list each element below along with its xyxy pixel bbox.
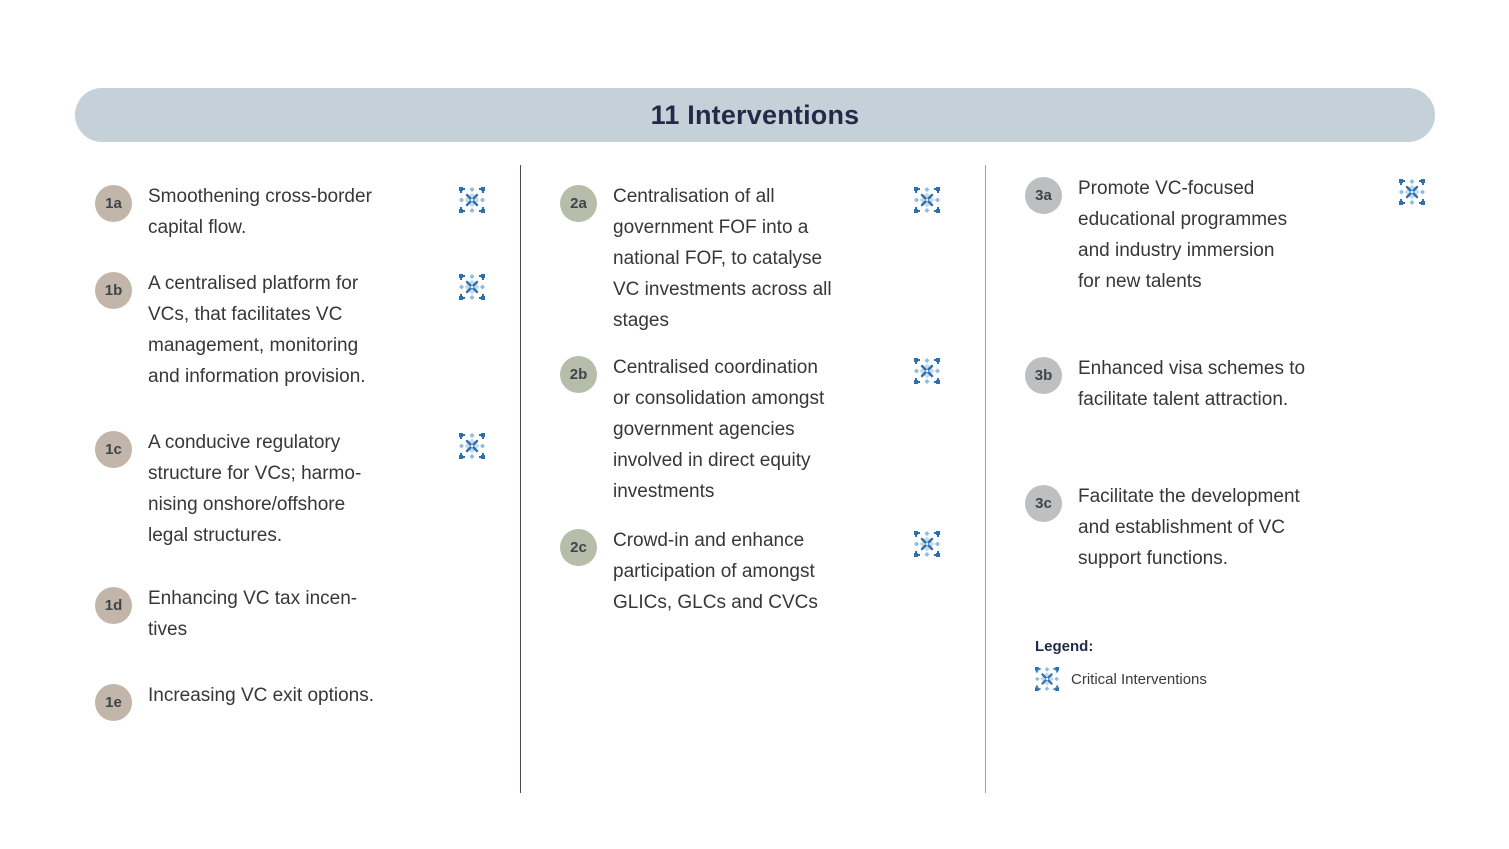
item-text: A centralised platform for VCs, that fac… <box>148 273 366 387</box>
legend-title: Legend: <box>1035 638 1094 655</box>
item-text: Promote VC-focused educational programme… <box>1078 178 1288 292</box>
page-title: 11 Interventions <box>650 99 860 130</box>
item-text: Smoothening cross-border capital flow. <box>148 186 372 238</box>
intervention-item-2c: 2c Crowd-in and enhance participation of… <box>560 529 940 618</box>
critical-intervention-icon <box>459 274 485 300</box>
item-badge: 1a <box>95 185 132 222</box>
item-badge: 1d <box>95 587 132 624</box>
intervention-item-2a: 2a Centralisation of all government FOF … <box>560 185 940 336</box>
critical-intervention-icon <box>914 358 940 384</box>
item-text: Facilitate the development and establish… <box>1078 486 1300 569</box>
item-badge: 3a <box>1025 177 1062 214</box>
title-bar: 11 Interventions <box>75 88 1435 142</box>
item-badge: 3c <box>1025 485 1062 522</box>
intervention-item-1c: 1c A conducive regulatory structure for … <box>95 431 485 551</box>
item-text: Increasing VC exit options. <box>148 685 375 706</box>
legend: Legend: Critical Interventions <box>1035 638 1207 691</box>
critical-intervention-icon <box>914 531 940 557</box>
intervention-item-1b: 1b A centralised platform for VCs, that … <box>95 272 485 392</box>
item-text: Enhanced visa schemes to facilitate tale… <box>1078 358 1306 410</box>
item-badge: 2b <box>560 356 597 393</box>
intervention-item-3c: 3c Facilitate the development and establ… <box>1025 485 1425 574</box>
intervention-item-2b: 2b Centralised coordination or consolida… <box>560 356 940 507</box>
item-badge: 1e <box>95 684 132 721</box>
item-badge: 2c <box>560 529 597 566</box>
intervention-item-1d: 1d Enhancing VC tax incen- tives <box>95 587 485 645</box>
item-badge: 1b <box>95 272 132 309</box>
item-badge: 2a <box>560 185 597 222</box>
column-divider-2 <box>985 165 986 793</box>
intervention-item-3a: 3a Promote VC-focused educational progra… <box>1025 177 1425 297</box>
critical-intervention-icon <box>914 187 940 213</box>
item-text: Crowd-in and enhance participation of am… <box>613 530 818 613</box>
item-badge: 1c <box>95 431 132 468</box>
item-text: Enhancing VC tax incen- tives <box>148 588 358 640</box>
legend-critical-label: Critical Interventions <box>1071 670 1207 688</box>
critical-intervention-icon <box>459 187 485 213</box>
intervention-item-3b: 3b Enhanced visa schemes to facilitate t… <box>1025 357 1425 415</box>
item-text: Centralised coordination or consolidatio… <box>613 357 825 502</box>
item-text: Centralisation of all government FOF int… <box>613 186 832 331</box>
item-badge: 3b <box>1025 357 1062 394</box>
critical-intervention-icon <box>459 433 485 459</box>
intervention-item-1a: 1a Smoothening cross-border capital flow… <box>95 185 485 243</box>
legend-row: Critical Interventions <box>1035 667 1207 691</box>
critical-intervention-icon <box>1399 179 1425 205</box>
item-text: A conducive regulatory structure for VCs… <box>148 432 362 546</box>
column-divider-1 <box>520 165 521 793</box>
critical-intervention-icon <box>1035 667 1059 691</box>
intervention-item-1e: 1e Increasing VC exit options. <box>95 684 485 721</box>
